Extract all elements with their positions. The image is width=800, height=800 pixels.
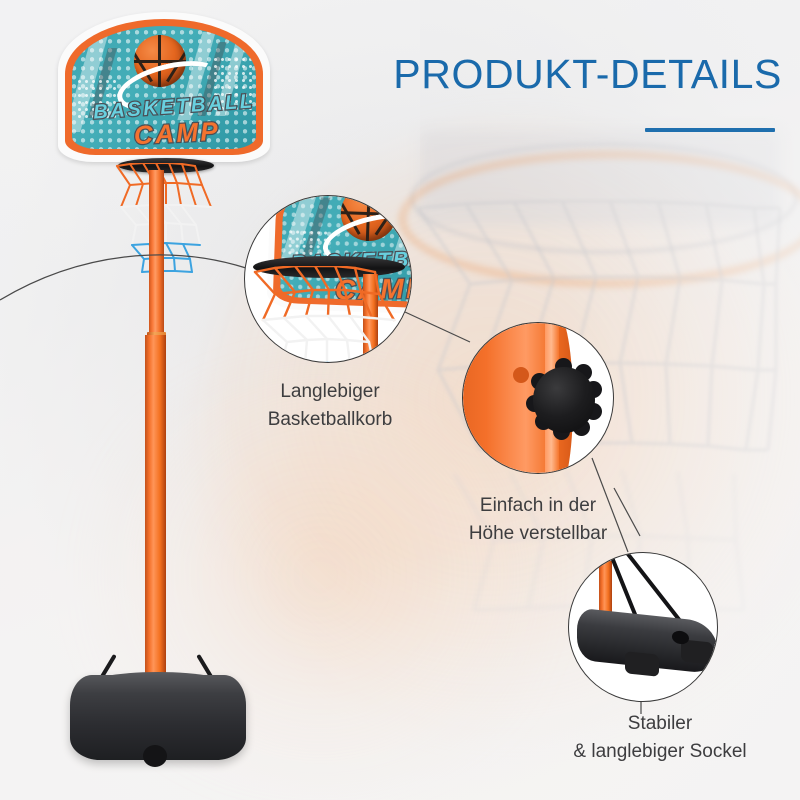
callout-knob-caption: Einfach in der Höhe verstellbar [468, 495, 608, 544]
pole-lower-section [145, 335, 166, 725]
background-rim-blur [398, 150, 800, 288]
page-title: PRODUKT-DETAILS [393, 51, 782, 97]
callout-height-adjust-knob [526, 358, 602, 440]
pole-telescoping-joint [147, 332, 166, 337]
hoop-rim [118, 158, 214, 173]
background-backboard-blur [420, 130, 780, 225]
background-rim-inner-blur [410, 142, 798, 254]
callout-base-foot-left [625, 651, 659, 677]
callout-base-caption: Stabiler & langlebiger Sockel [573, 713, 747, 762]
base-wheel [143, 745, 167, 767]
backboard-graphic: BASKETBALL CAMP [72, 26, 256, 149]
leader-line-hoop-to-knob [404, 311, 471, 343]
callout-hoop-net [253, 266, 396, 362]
callout-hoop-caption: Langlebiger Basketballkorb [267, 381, 393, 430]
pole-upper-section [149, 170, 164, 335]
callout-knob [462, 322, 614, 474]
callout-knob-pole-hole [513, 367, 529, 383]
backboard: BASKETBALL CAMP [58, 12, 270, 162]
basketball-graphic [134, 35, 186, 87]
callout-base [568, 552, 718, 702]
callout-hoop: BASKETBALL CAMP [244, 195, 412, 363]
hoop-net [116, 163, 212, 273]
title-underline [645, 128, 775, 132]
